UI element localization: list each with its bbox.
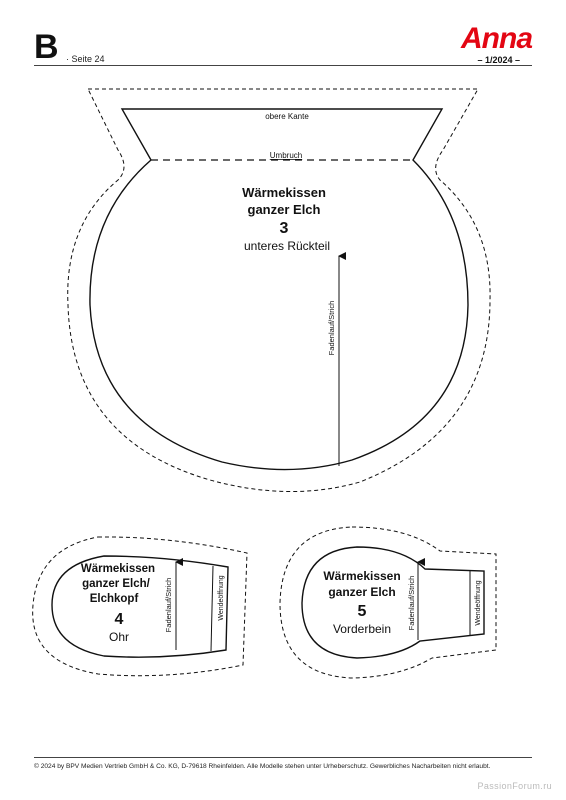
piece3-seam-allowance-outline (67, 88, 491, 493)
piece4-cut-line (51, 555, 229, 658)
piece5-opening-label: Wendeöffnung (475, 580, 482, 625)
pattern-piece-4: Wärmekissen ganzer Elch/ Elchkopf 4 Ohr … (32, 536, 248, 677)
watermark: PassionForum.ru (477, 781, 552, 791)
pattern-piece-5: Wärmekissen ganzer Elch 5 Vorderbein Fad… (279, 526, 497, 679)
piece3-fold-label: Umbruch (270, 151, 302, 160)
piece5-cut-line (301, 546, 485, 659)
piece5-seam-allowance-outline (279, 526, 497, 679)
piece4-opening-label: Wendeöffnung (218, 575, 225, 620)
piece5-grain-label: Fadenlauf/Strich (407, 576, 416, 631)
piece5-title-line1: Wärmekissen (323, 569, 400, 583)
piece4-number: 4 (115, 611, 124, 628)
piece5-number: 5 (358, 603, 367, 620)
section-letter: B (34, 28, 59, 66)
piece3-title-line1: Wärmekissen (242, 185, 326, 200)
piece3-title-line2: ganzer Elch (248, 202, 321, 217)
header-divider (34, 65, 532, 66)
piece3-name: unteres Rückteil (244, 239, 330, 253)
piece3-number: 3 (280, 220, 289, 237)
piece4-grain-label: Fadenlauf/Strich (164, 578, 173, 633)
issue-number: – 1/2024 – (477, 55, 520, 65)
piece4-title-line1: Wärmekissen (81, 563, 155, 575)
piece4-opening-mark (210, 565, 214, 652)
piece3-cut-line (89, 108, 469, 471)
piece5-title-line2: ganzer Elch (328, 585, 395, 599)
piece5-name: Vorderbein (333, 622, 391, 636)
piece4-seam-allowance-outline (32, 536, 248, 677)
piece4-title-line2: ganzer Elch/ (82, 578, 151, 590)
piece4-name: Ohr (109, 630, 129, 644)
page-number: · Seite 24 (66, 54, 105, 64)
piece3-top-edge-label: obere Kante (265, 112, 309, 121)
copyright-notice: © 2024 by BPV Medien Vertrieb GmbH & Co.… (34, 763, 491, 770)
footer-divider (34, 757, 532, 758)
piece3-grain-label: Fadenlauf/Strich (327, 301, 336, 356)
piece4-title-line3: Elchkopf (90, 593, 139, 605)
brand-logo: Anna (461, 22, 533, 55)
pattern-piece-3: obere Kante Umbruch Wärmekissen ganzer E… (67, 88, 491, 493)
